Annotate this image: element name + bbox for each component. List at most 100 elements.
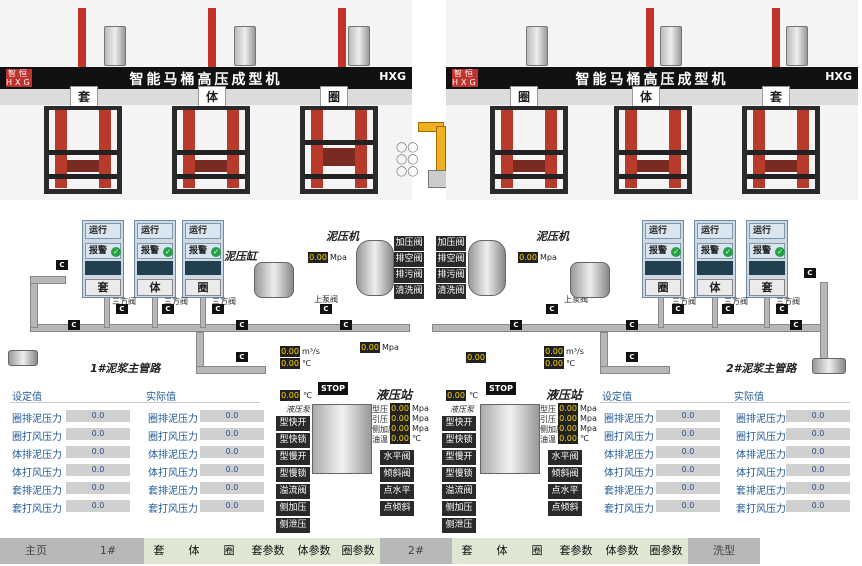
- valve-button[interactable]: 型快开阀: [442, 416, 476, 443]
- drain-valve-button[interactable]: 排污阀: [436, 268, 466, 283]
- three-way-label: 三方阀: [672, 297, 696, 306]
- run-button[interactable]: 运行: [185, 223, 221, 239]
- set-value-input[interactable]: 0.0: [656, 482, 720, 494]
- run-button[interactable]: 运行: [85, 223, 121, 239]
- valve-c[interactable]: C: [320, 304, 332, 314]
- set-value-input[interactable]: 0.0: [66, 464, 130, 476]
- control-quan-right: 运行 报警 ✓ 圈: [642, 220, 684, 298]
- pressure-readout: 0.00: [558, 423, 578, 434]
- pressure-readout: 0.00: [360, 342, 380, 353]
- valve-button[interactable]: 型慢开阀: [442, 450, 476, 477]
- nav-ti-2[interactable]: 体: [496, 544, 508, 557]
- set-value-input[interactable]: 0.0: [656, 446, 720, 458]
- nav-quan-params-2[interactable]: 圈参数: [649, 544, 683, 557]
- nav-tao-1[interactable]: 套: [153, 544, 165, 557]
- valve-button[interactable]: 点倾斜阀: [548, 501, 582, 528]
- run-button[interactable]: 运行: [749, 223, 785, 239]
- vent-valve-button[interactable]: 排空阀: [394, 252, 424, 267]
- nav-quan-1[interactable]: 圈: [223, 544, 235, 557]
- nav-tao-2[interactable]: 套: [461, 544, 473, 557]
- nav-quan-2[interactable]: 圈: [531, 544, 543, 557]
- set-value-input[interactable]: 0.0: [656, 410, 720, 422]
- row-label: 圈排泥压力: [148, 414, 198, 425]
- valve-c[interactable]: C: [340, 320, 352, 330]
- valve-c[interactable]: C: [722, 304, 734, 314]
- stop-button[interactable]: STOP: [486, 382, 516, 395]
- nav-ti-params-1[interactable]: 体参数: [297, 544, 331, 557]
- mold-frame: [742, 106, 820, 194]
- valve-button[interactable]: 型快锁阀: [276, 433, 310, 460]
- run-button[interactable]: 运行: [645, 223, 681, 239]
- valve-button[interactable]: 型快锁阀: [442, 433, 476, 460]
- valve-c[interactable]: C: [510, 320, 522, 330]
- nav-line1[interactable]: 1#: [72, 538, 144, 564]
- divider: [10, 402, 260, 403]
- valve-c[interactable]: C: [626, 352, 638, 362]
- set-value-input[interactable]: 0.0: [66, 446, 130, 458]
- nav-line2[interactable]: 2#: [380, 538, 452, 564]
- valve-button[interactable]: 倾斜阀: [380, 467, 414, 482]
- clean-valve-button[interactable]: 清洗阀: [394, 284, 424, 299]
- valve-c[interactable]: C: [776, 304, 788, 314]
- nav-wash[interactable]: 洗型: [688, 538, 760, 564]
- pressurize-valve-button[interactable]: 加压阀: [436, 236, 466, 251]
- temp-unit: ℃: [580, 434, 589, 443]
- three-way-label: 三方阀: [776, 297, 800, 306]
- valve-button[interactable]: 侧加压阀: [276, 501, 310, 528]
- valve-c[interactable]: C: [236, 352, 248, 362]
- nav-tao-params-2[interactable]: 套参数: [559, 544, 593, 557]
- valve-button[interactable]: 倾斜阀: [548, 467, 582, 482]
- mud-press-vessel: [356, 240, 394, 296]
- set-value-input[interactable]: 0.0: [656, 428, 720, 440]
- valve-button[interactable]: 侧泄压阀: [442, 518, 476, 545]
- valve-button[interactable]: 溢流阀: [276, 484, 310, 499]
- mold-frame: [490, 106, 568, 194]
- valve-button[interactable]: 点水平阀: [548, 484, 582, 511]
- nav-home[interactable]: 主页: [0, 538, 72, 564]
- valve-button[interactable]: 型慢锁阀: [276, 467, 310, 494]
- set-value-input[interactable]: 0.0: [66, 410, 130, 422]
- valve-button[interactable]: 点水平阀: [380, 484, 414, 511]
- mold-frame: [300, 106, 378, 194]
- nav-quan-params-1[interactable]: 圈参数: [341, 544, 375, 557]
- pressure-readout: 0.00: [390, 413, 410, 424]
- set-value-input[interactable]: 0.0: [66, 428, 130, 440]
- valve-button[interactable]: 水平阀: [380, 450, 414, 465]
- valve-button[interactable]: 型慢开阀: [276, 450, 310, 477]
- valve-button[interactable]: 溢流阀: [442, 484, 476, 499]
- set-value-input[interactable]: 0.0: [66, 482, 130, 494]
- valve-c[interactable]: C: [68, 320, 80, 330]
- valve-c[interactable]: C: [546, 304, 558, 314]
- valve-c[interactable]: C: [804, 268, 816, 278]
- valve-button[interactable]: 侧泄压阀: [276, 518, 310, 545]
- status-bar: [137, 261, 173, 275]
- hydraulic-temp-readout: 0.00: [446, 390, 466, 401]
- vent-valve-button[interactable]: 排空阀: [436, 252, 466, 267]
- nav-tao-params-1[interactable]: 套参数: [251, 544, 285, 557]
- nav-ti-1[interactable]: 体: [188, 544, 200, 557]
- valve-button[interactable]: 水平阀: [548, 450, 582, 465]
- valve-button[interactable]: 点倾斜阀: [380, 501, 414, 528]
- pressurize-valve-button[interactable]: 加压阀: [394, 236, 424, 251]
- valve-c[interactable]: C: [790, 320, 802, 330]
- valve-c[interactable]: C: [56, 260, 68, 270]
- clean-valve-button[interactable]: 清洗阀: [436, 284, 466, 299]
- valve-c[interactable]: C: [672, 304, 684, 314]
- set-value-input[interactable]: 0.0: [66, 500, 130, 512]
- run-button[interactable]: 运行: [697, 223, 733, 239]
- valve-button[interactable]: 型快开阀: [276, 416, 310, 443]
- valve-c[interactable]: C: [162, 304, 174, 314]
- temp-readout: 0.00: [390, 433, 410, 444]
- stop-button[interactable]: STOP: [318, 382, 348, 395]
- set-value-input[interactable]: 0.0: [656, 464, 720, 476]
- valve-button[interactable]: 型慢锁阀: [442, 467, 476, 494]
- valve-c[interactable]: C: [212, 304, 224, 314]
- run-button[interactable]: 运行: [137, 223, 173, 239]
- valve-c[interactable]: C: [626, 320, 638, 330]
- valve-c[interactable]: C: [116, 304, 128, 314]
- nav-ti-params-2[interactable]: 体参数: [605, 544, 639, 557]
- drain-valve-button[interactable]: 排污阀: [394, 268, 424, 283]
- set-value-input[interactable]: 0.0: [656, 500, 720, 512]
- valve-button[interactable]: 侧加压阀: [442, 501, 476, 528]
- valve-c[interactable]: C: [236, 320, 248, 330]
